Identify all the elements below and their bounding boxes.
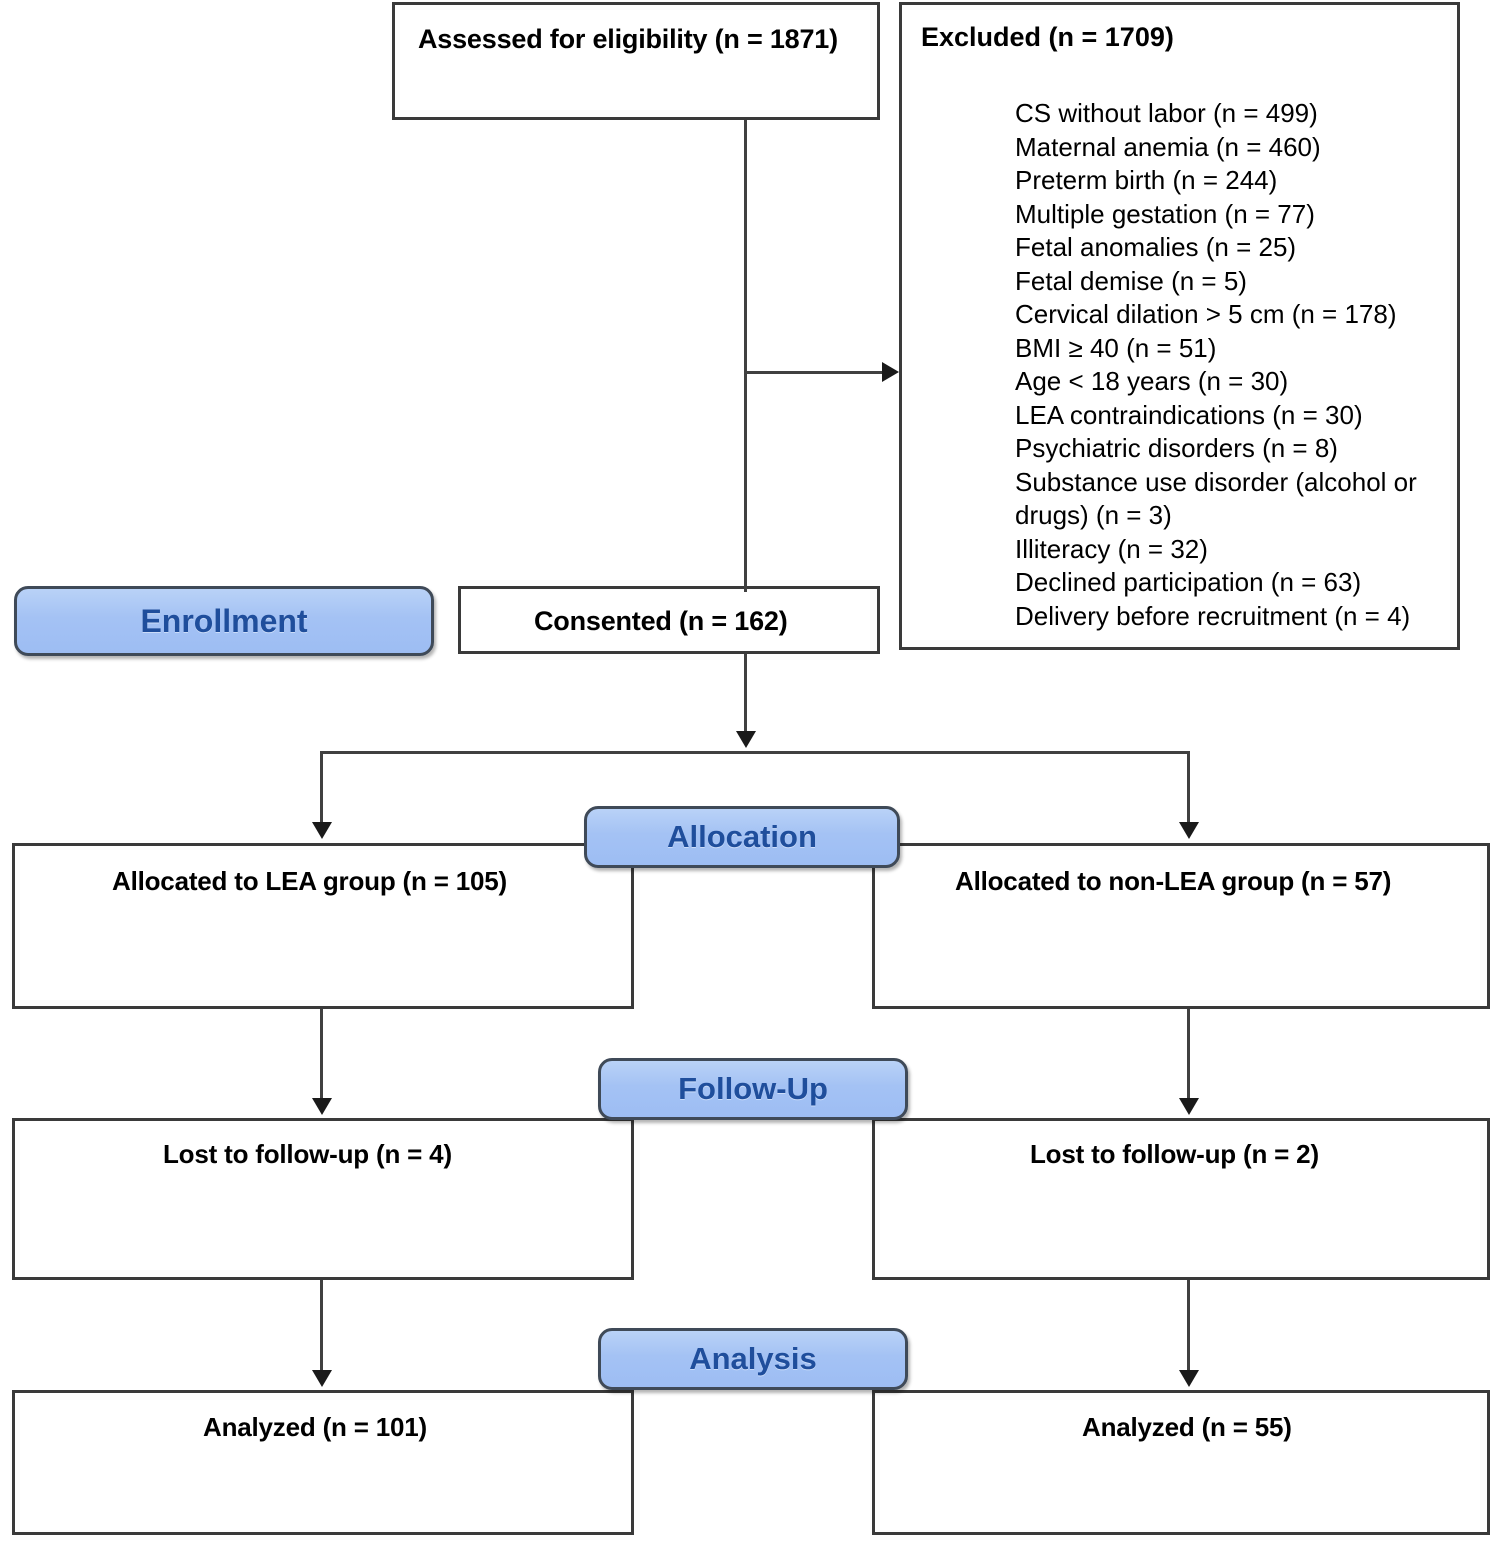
- split-left-drop: [320, 751, 323, 826]
- exclusion-reason-item: Fetal demise (n = 5): [1015, 265, 1247, 296]
- exclusion-reason-item: Psychiatric disorders (n = 8): [1015, 433, 1338, 463]
- exclusion-reason-item: Illiteracy (n = 32): [1015, 533, 1208, 564]
- allocated-non-lea-label: Allocated to non-LEA group (n = 57): [955, 866, 1392, 896]
- connector-assessed-to-excluded: [744, 371, 882, 374]
- stage-badge-allocation-label: Allocation: [667, 819, 817, 854]
- arrow-to-non-lea-allocation: [1179, 822, 1199, 839]
- exclusion-reason-item: Cervical dilation > 5 cm (n = 178): [1015, 299, 1397, 329]
- analyzed-lea-label: Analyzed (n = 101): [203, 1412, 427, 1442]
- exclusion-reason-item: Preterm birth (n = 244): [1015, 165, 1278, 195]
- connector-lea-allocation-to-followup: [320, 1009, 323, 1102]
- split-bar-allocation: [320, 751, 1190, 754]
- stage-badge-followup-label: Follow-Up: [678, 1071, 828, 1106]
- excluded-heading: Excluded (n = 1709): [921, 22, 1174, 52]
- stage-badge-followup: Follow-Up: [598, 1058, 908, 1120]
- allocated-non-lea-box: [872, 843, 1490, 1009]
- assessed-for-eligibility-box: [392, 2, 880, 120]
- arrow-consented-to-split: [736, 731, 756, 748]
- arrow-lea-to-followup: [312, 1098, 332, 1115]
- split-right-drop: [1187, 751, 1190, 826]
- exclusion-reason-list: CS without labor (n = 499) Maternal anem…: [1015, 97, 1445, 633]
- stage-badge-analysis-label: Analysis: [689, 1341, 817, 1376]
- exclusion-reason-item: CS without labor (n = 499): [1015, 98, 1318, 128]
- stage-badge-enrollment-label: Enrollment: [140, 602, 308, 639]
- lost-to-followup-non-lea-label: Lost to follow-up (n = 2): [1030, 1139, 1319, 1169]
- arrow-lea-to-analysis: [312, 1370, 332, 1387]
- exclusion-reason-item: BMI ≥ 40 (n = 51): [1015, 332, 1217, 363]
- exclusion-reason-item: Age < 18 years (n = 30): [1015, 366, 1289, 396]
- exclusion-reason-item: LEA contraindications (n = 30): [1015, 399, 1363, 430]
- lost-to-followup-non-lea-box: [872, 1118, 1490, 1280]
- allocated-lea-label: Allocated to LEA group (n = 105): [112, 866, 507, 896]
- arrow-to-lea-allocation: [312, 822, 332, 839]
- arrow-non-lea-to-followup: [1179, 1098, 1199, 1115]
- exclusion-reason-item: Fetal anomalies (n = 25): [1015, 232, 1297, 262]
- connector-consented-down: [744, 654, 747, 736]
- lost-to-followup-lea-box: [12, 1118, 634, 1280]
- arrow-to-excluded: [882, 362, 899, 382]
- connector-non-lea-allocation-to-followup: [1187, 1009, 1190, 1102]
- exclusion-reason-item: Delivery before recruitment (n = 4): [1015, 600, 1411, 631]
- lost-to-followup-lea-label: Lost to follow-up (n = 4): [163, 1139, 452, 1169]
- analyzed-non-lea-box: [872, 1390, 1490, 1535]
- exclusion-reason-item: Substance use disorder (alcohol or drugs…: [1015, 466, 1417, 531]
- consented-label: Consented (n = 162): [534, 606, 788, 636]
- analyzed-non-lea-label: Analyzed (n = 55): [1082, 1412, 1292, 1442]
- exclusion-reason-item: Declined participation (n = 63): [1015, 567, 1362, 597]
- excluded-box: [899, 2, 1460, 650]
- exclusion-reason-item: Multiple gestation (n = 77): [1015, 198, 1315, 229]
- arrow-non-lea-to-analysis: [1179, 1370, 1199, 1387]
- connector-non-lea-followup-to-analysis: [1187, 1280, 1190, 1373]
- consented-box: [458, 586, 880, 654]
- exclusion-reason-item: Maternal anemia (n = 460): [1015, 131, 1321, 162]
- stage-badge-enrollment: Enrollment: [14, 586, 434, 656]
- assessed-for-eligibility-label: Assessed for eligibility (n = 1871): [418, 24, 838, 54]
- connector-lea-followup-to-analysis: [320, 1280, 323, 1373]
- analyzed-lea-box: [12, 1390, 634, 1535]
- connector-assessed-spine: [744, 120, 747, 592]
- stage-badge-analysis: Analysis: [598, 1328, 908, 1390]
- stage-badge-allocation: Allocation: [584, 806, 900, 868]
- allocated-lea-box: [12, 843, 634, 1009]
